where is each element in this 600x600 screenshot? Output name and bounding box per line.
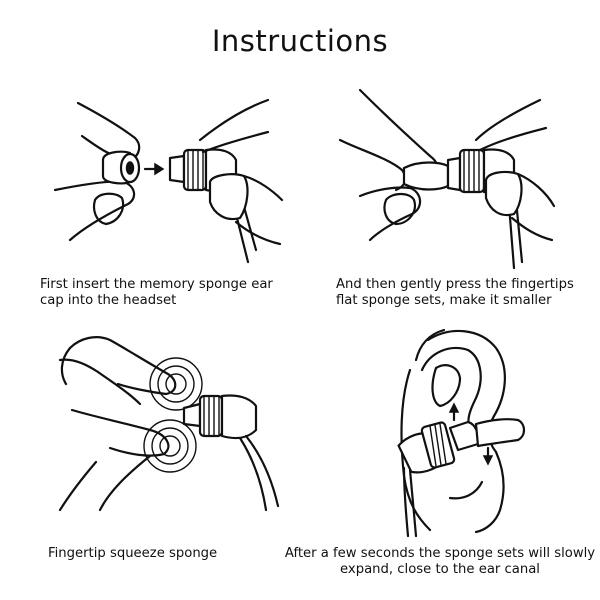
step-2-drawing bbox=[338, 88, 556, 270]
earphone-icon bbox=[182, 394, 280, 512]
step-3-illustration bbox=[0, 300, 300, 540]
step-1-caption: First insert the memory sponge ear cap i… bbox=[40, 277, 273, 308]
finger-hand-icon bbox=[58, 336, 177, 512]
left-finger-hand-icon bbox=[53, 101, 141, 242]
arrow-icon bbox=[143, 162, 165, 176]
step-3-drawing bbox=[58, 336, 280, 512]
step-3-caption: Fingertip squeeze sponge bbox=[48, 546, 218, 561]
step-2-caption: And then gently press the fingertips fla… bbox=[336, 277, 574, 308]
step-4-caption: After a few seconds the sponge sets will… bbox=[284, 546, 596, 577]
step-2-illustration bbox=[300, 0, 600, 280]
step-4-drawing bbox=[397, 328, 526, 538]
step-1-drawing bbox=[53, 98, 284, 264]
step-1-illustration bbox=[0, 0, 300, 280]
pressure-rings-icon bbox=[143, 357, 203, 473]
sponge-tip-icon bbox=[101, 150, 141, 185]
right-finger-hand-icon bbox=[474, 98, 556, 242]
right-finger-hand-icon bbox=[198, 98, 284, 246]
step-4-illustration bbox=[300, 300, 600, 540]
sponge-tip-icon bbox=[402, 161, 450, 191]
ear-icon bbox=[400, 328, 506, 534]
page-title: Instructions bbox=[211, 24, 389, 58]
earphone-icon bbox=[397, 418, 526, 538]
